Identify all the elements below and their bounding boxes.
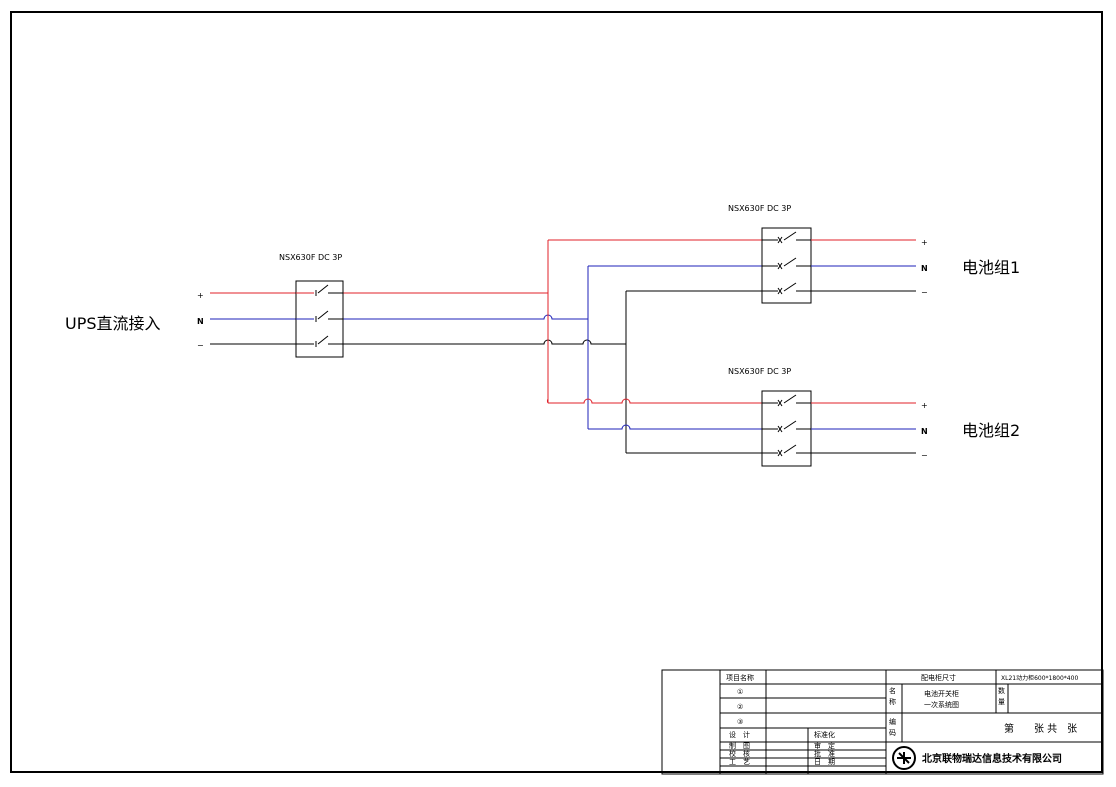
breaker-out1-label: NSX630F DC 3P	[728, 204, 791, 213]
tb-name-label-2: 称	[889, 697, 896, 706]
tb-rev2: ②	[737, 703, 743, 711]
tb-qty-label-1: 数	[998, 686, 1005, 695]
tb-role-date: 日 期	[814, 758, 835, 766]
tb-drawing-name-line1: 电池开关柜	[924, 689, 959, 698]
tb-rev3: ③	[737, 718, 743, 726]
tb-role-standard: 标准化	[814, 730, 835, 739]
tb-project-name-label: 项目名称	[726, 673, 754, 682]
out1-label: 电池组1	[962, 258, 1020, 277]
tb-company-name: 北京联物瑞达信息技术有限公司	[922, 752, 1062, 765]
out2-terminal-negative: −	[921, 451, 928, 460]
tb-code-label-2: 码	[889, 729, 896, 737]
tb-role-draw: 制 图	[729, 741, 750, 750]
out2-label: 电池组2	[962, 421, 1020, 440]
input-label: UPS直流接入	[65, 314, 161, 333]
input-terminal-negative: −	[197, 341, 204, 350]
tb-qty-label-2: 量	[998, 698, 1005, 706]
out2-neutral-line	[588, 424, 916, 430]
out2-terminal-neutral: N	[921, 427, 928, 436]
tb-role-craft: 工 艺	[729, 758, 750, 766]
breaker-input-label: NSX630F DC 3P	[279, 253, 342, 262]
breaker-out2-label: NSX630F DC 3P	[728, 367, 791, 376]
out1-terminal-positive: +	[921, 238, 928, 247]
input-neutral-line	[210, 314, 588, 320]
out1-terminal-neutral: N	[921, 264, 928, 273]
tb-role-approve: 批 准	[814, 749, 835, 758]
tb-rev1: ①	[737, 688, 743, 696]
out1-terminal-negative: −	[921, 288, 928, 297]
tb-name-label-1: 名	[889, 686, 896, 695]
input-negative-line	[210, 339, 626, 345]
tb-cabinet-size-value: XL21动力柜600*1800*400	[1001, 674, 1078, 682]
tb-role-review: 审 定	[814, 741, 835, 750]
breaker-out2-contacts	[762, 394, 811, 457]
input-terminal-neutral: N	[197, 317, 204, 326]
company-logo-icon	[892, 746, 916, 770]
title-block-grid	[661, 669, 1104, 775]
tb-drawing-name-line2: 一次系统图	[924, 700, 959, 709]
out2-positive-line	[548, 398, 916, 404]
drawing-frame	[10, 11, 1103, 773]
tb-cabinet-size-label: 配电柜尺寸	[921, 673, 956, 682]
breaker-out1-contacts	[762, 231, 811, 295]
input-terminal-positive: +	[197, 291, 204, 300]
out2-terminal-positive: +	[921, 401, 928, 410]
tb-role-design: 设 计	[729, 730, 750, 739]
tb-sheet-text: 第 张 共 张	[1004, 722, 1077, 735]
tb-role-check: 校 核	[729, 749, 750, 758]
tb-code-label-1: 编	[889, 717, 896, 726]
